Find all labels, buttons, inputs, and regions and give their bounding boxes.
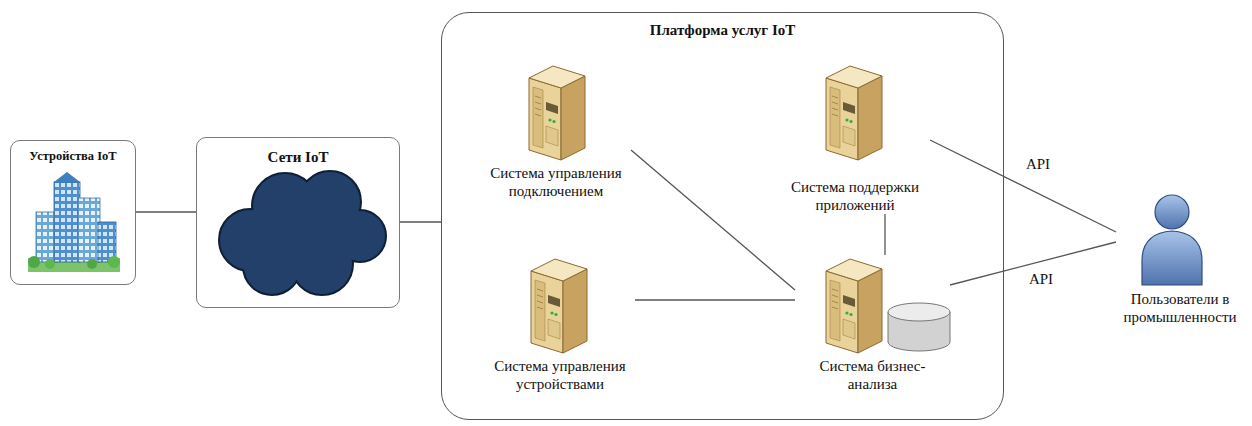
buildings-illustration	[28, 172, 120, 272]
connector-line	[884, 214, 885, 255]
connector-line	[136, 211, 196, 212]
platform-box: Платформа услуг IoT Система управления по…	[441, 12, 1004, 420]
edge-label: API	[1026, 271, 1056, 287]
server-node: Система управления устройствами	[485, 255, 635, 393]
node-label: Система управления устройствами	[485, 357, 635, 393]
database-icon	[888, 303, 950, 351]
network-box: Сети IoT	[196, 137, 400, 308]
connector-line	[930, 140, 1116, 232]
server-icon	[529, 66, 585, 160]
connector-line	[631, 150, 795, 290]
server-icon	[826, 66, 882, 160]
cloud-illustration	[220, 172, 385, 294]
connector-line	[635, 299, 795, 300]
server-node: Система управления подключением	[481, 60, 631, 200]
server-icon	[531, 259, 587, 353]
node-label: Система бизнес-анализа	[795, 357, 950, 393]
person-icon	[1142, 195, 1202, 285]
node-label: Платформа услуг IoT	[446, 21, 999, 39]
connector-line	[400, 221, 441, 222]
node-label: Система поддержки приложений	[780, 178, 930, 214]
device-box: Устройства IoT	[10, 140, 136, 285]
edge-label: API	[1023, 156, 1053, 172]
node-label: Устройства IoT	[15, 149, 131, 164]
server-icon	[826, 259, 882, 353]
node-label: Сети IoT	[201, 148, 395, 166]
server-node: Система бизнес-анализа	[795, 255, 950, 393]
node-label: Пользователи в промышленности	[1116, 290, 1244, 326]
user-node: Пользователи в промышленности	[1116, 190, 1244, 326]
server-node: Система поддержки приложений	[780, 60, 930, 214]
node-label: Система управления подключением	[481, 164, 631, 200]
